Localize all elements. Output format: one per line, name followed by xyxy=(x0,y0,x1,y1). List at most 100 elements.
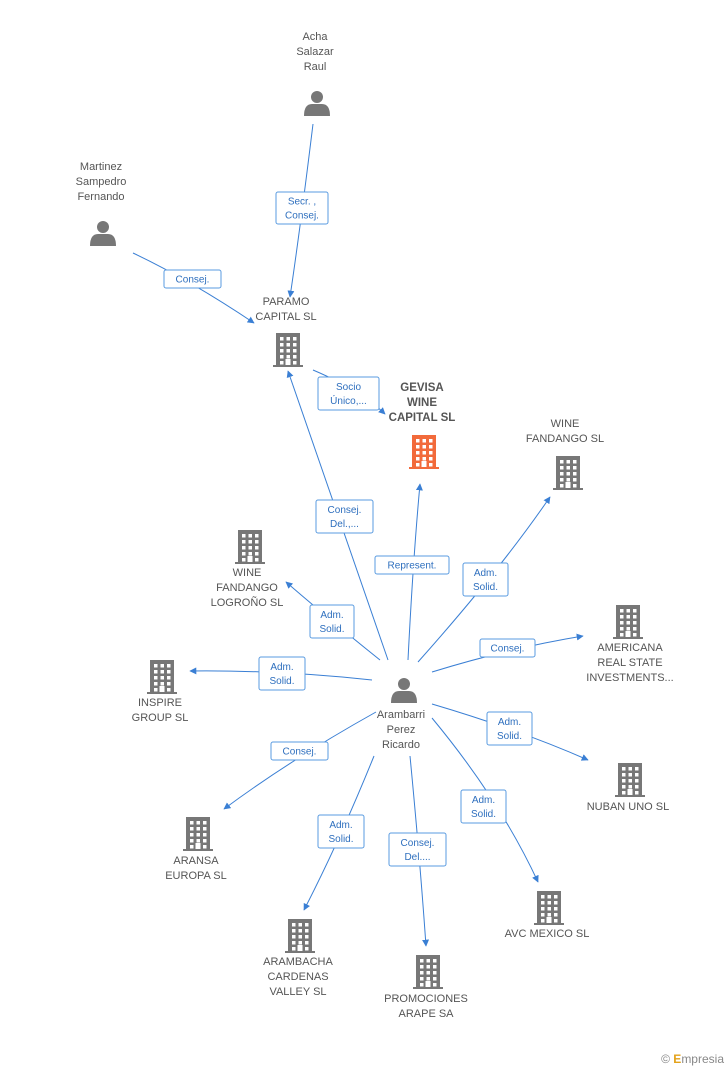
edge-label-arambarri-to-americana[interactable]: Consej. xyxy=(479,638,536,658)
edge-label-box xyxy=(479,638,536,658)
edge-label-arambarri-to-wine_logrono[interactable]: Adm. Solid. xyxy=(309,604,355,639)
node-label-martinez: Sampedro xyxy=(76,176,127,188)
edge-label-text: Consej. xyxy=(401,838,435,849)
edge-label-arambarri-to-wine_fandango[interactable]: Adm.Solid. xyxy=(462,562,509,597)
copyright-symbol: © xyxy=(661,1052,670,1066)
edge-label-arambarri-to-inspire[interactable]: Adm.Solid. xyxy=(258,656,306,691)
node-label-promociones: PROMOCIONES xyxy=(384,993,468,1005)
node-label-americana: AMERICANA xyxy=(597,642,663,654)
edge-label-text: Adm. xyxy=(270,662,293,673)
node-avc[interactable]: AVC MEXICO SL xyxy=(505,891,590,940)
edge-label-box xyxy=(275,191,329,225)
building-icon xyxy=(285,919,315,953)
edge-label-martinez-to-paramo[interactable]: Consej. xyxy=(163,269,222,289)
edge-label-text: Secr. , xyxy=(288,197,316,208)
building-icon xyxy=(147,660,177,694)
edge-label-text: Represent. xyxy=(388,561,437,572)
building-icon xyxy=(615,763,645,797)
edge-label-text: Solid. xyxy=(471,809,496,820)
building-icon xyxy=(273,333,303,367)
edge-label-box xyxy=(462,562,509,597)
node-label-paramo: CAPITAL SL xyxy=(255,311,316,323)
edge-label-acha-to-paramo[interactable]: Secr. , Consej. xyxy=(275,191,329,225)
edge-label-box xyxy=(309,604,355,639)
edge-label-box xyxy=(486,711,533,746)
node-nuban[interactable]: NUBAN UNO SL xyxy=(587,763,670,813)
node-label-inspire: INSPIRE xyxy=(138,697,182,709)
edge-label-arambarri-to-arambacha[interactable]: Adm. Solid. xyxy=(317,814,365,849)
building-icon xyxy=(413,955,443,989)
node-label-arambacha: VALLEY SL xyxy=(269,986,326,998)
building-icon xyxy=(183,817,213,851)
edge-label-paramo-to-gevisa[interactable]: SocioÚnico,... xyxy=(317,376,380,411)
edge-label-arambarri-to-paramo[interactable]: Consej. Del.,... xyxy=(315,499,374,534)
node-wine_fandango[interactable]: WINE FANDANGO SL xyxy=(526,418,604,490)
edge-label-text: Solid. xyxy=(319,624,344,635)
node-label-wine_fandango: WINE xyxy=(551,418,580,430)
edge-label-arambarri-to-gevisa[interactable]: Represent. xyxy=(374,555,450,575)
edge-label-box xyxy=(388,832,447,867)
node-arambacha[interactable]: ARAMBACHA CARDENAS VALLEY SL xyxy=(263,919,333,998)
edge-label-box xyxy=(317,376,380,411)
edge-label-box xyxy=(460,789,507,824)
node-label-arambarri: Ricardo xyxy=(382,739,420,751)
edge-label-arambarri-to-promociones[interactable]: Consej. Del.... xyxy=(388,832,447,867)
edge-label-box xyxy=(163,269,222,289)
edge-label-arambarri-to-nuban[interactable]: Adm.Solid. xyxy=(486,711,533,746)
node-label-avc: AVC MEXICO SL xyxy=(505,928,590,940)
building-icon xyxy=(409,435,439,469)
node-inspire[interactable]: INSPIRE GROUP SL xyxy=(132,660,189,724)
node-label-acha: Acha xyxy=(302,31,328,43)
node-label-martinez: Martinez xyxy=(80,161,122,173)
node-label-inspire: GROUP SL xyxy=(132,712,189,724)
node-label-wine_logrono: WINE xyxy=(233,567,262,579)
edge-label-text: Consej. xyxy=(491,644,525,655)
node-label-arambacha: ARAMBACHA xyxy=(263,956,333,968)
brand-rest: mpresia xyxy=(681,1052,724,1066)
node-label-nuban: NUBAN UNO SL xyxy=(587,801,670,813)
node-label-arambacha: CARDENAS xyxy=(267,971,328,983)
building-icon xyxy=(613,605,643,639)
edge-label-text: Adm. xyxy=(329,820,352,831)
edge-label-text: Socio xyxy=(336,382,361,393)
edge-label-arambarri-to-aransa[interactable]: Consej. xyxy=(270,741,329,761)
node-label-wine_logrono: FANDANGO xyxy=(216,582,278,594)
edge-label-box xyxy=(258,656,306,691)
node-label-arambarri: Arambarri xyxy=(377,709,425,721)
edge-label-text: Del.,... xyxy=(330,519,359,530)
building-icon xyxy=(553,456,583,490)
edge-label-text: Del.... xyxy=(404,852,430,863)
node-label-paramo: PARAMO xyxy=(263,296,310,308)
edge-label-text: Solid. xyxy=(328,834,353,845)
edge-label-arambarri-to-avc[interactable]: Adm.Solid. xyxy=(460,789,507,824)
brand-initial: E xyxy=(673,1052,682,1066)
node-label-americana: REAL STATE xyxy=(597,657,662,669)
edge-label-text: Solid. xyxy=(473,582,498,593)
edge-label-box xyxy=(374,555,450,575)
node-label-acha: Salazar xyxy=(296,46,334,58)
edge-label-text: Solid. xyxy=(497,731,522,742)
node-label-gevisa: GEVISA xyxy=(400,382,443,394)
edge-label-text: Consej. xyxy=(283,747,317,758)
edge-label-text: Consej. xyxy=(285,211,319,222)
edge-label-box xyxy=(270,741,329,761)
node-label-acha: Raul xyxy=(304,61,327,73)
edge-label-box xyxy=(315,499,374,534)
edge-label-text: Adm. xyxy=(320,610,343,621)
empresia-watermark: © Empresia xyxy=(661,1052,724,1066)
node-label-gevisa: CAPITAL SL xyxy=(389,412,456,424)
edge-label-text: Consej. xyxy=(176,275,210,286)
node-paramo[interactable]: PARAMO CAPITAL SL xyxy=(255,296,317,367)
node-label-wine_fandango: FANDANGO SL xyxy=(526,433,604,445)
building-icon xyxy=(534,891,564,925)
edge-label-text: Consej. xyxy=(328,505,362,516)
